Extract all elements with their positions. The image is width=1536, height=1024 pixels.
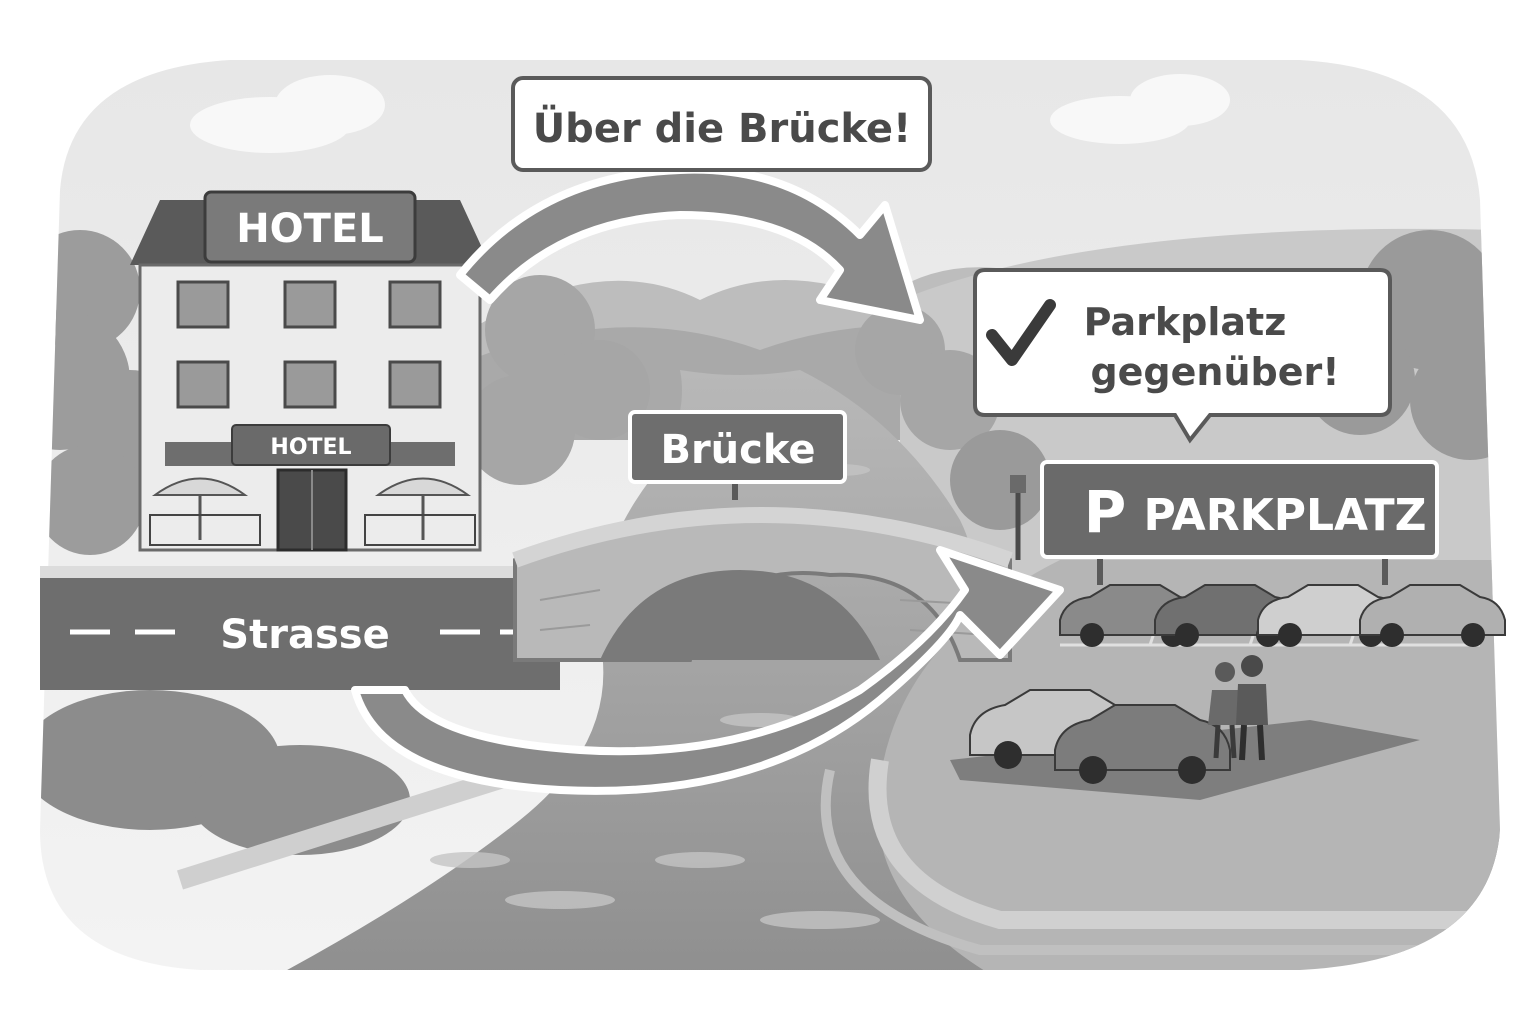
hotel-entrance-sign <box>231 424 391 466</box>
person <box>1236 655 1268 761</box>
hotel-windows <box>176 280 442 409</box>
parking-note-line1: Parkplatz <box>1084 300 1287 344</box>
river-trees <box>465 275 1000 485</box>
hotel-entrance-sign-label: HOTEL <box>270 435 351 460</box>
parking-note-callout: Parkplatz gegenüber! <box>973 268 1392 444</box>
lamp-post <box>1010 475 1026 560</box>
check-icon <box>986 299 1056 366</box>
car <box>1054 704 1231 784</box>
hotel-roof-sign <box>203 190 417 264</box>
parking-icon: P <box>1084 478 1127 546</box>
hotel-roof-sign-label: HOTEL <box>236 206 384 252</box>
bridge-sign-label: Brücke <box>660 427 815 473</box>
person <box>1208 662 1242 759</box>
lower-route-arrow <box>351 546 1064 795</box>
street-label: Strasse <box>220 612 389 658</box>
route-arrows <box>351 165 1064 795</box>
parking-sign-label: PARKPLATZ <box>1143 490 1426 541</box>
street: Strasse <box>40 566 560 690</box>
clouds <box>190 74 1230 153</box>
car <box>1359 584 1506 647</box>
bridge-sign: Brücke <box>628 410 847 500</box>
parked-cars <box>969 584 1506 784</box>
upper-route-arrow <box>456 165 924 324</box>
bridge-route-callout: Über die Brücke! <box>511 76 932 172</box>
bridge-route-callout-text: Über die Brücke! <box>533 104 912 152</box>
people <box>1208 655 1268 761</box>
hotel-building: HOTEL HOTEL <box>130 190 490 552</box>
parking-sign: P PARKPLATZ <box>1040 460 1439 585</box>
parking-note-line2: gegenüber! <box>1090 350 1339 394</box>
cafe-umbrellas <box>149 477 476 546</box>
stone-bridge <box>512 507 1013 662</box>
